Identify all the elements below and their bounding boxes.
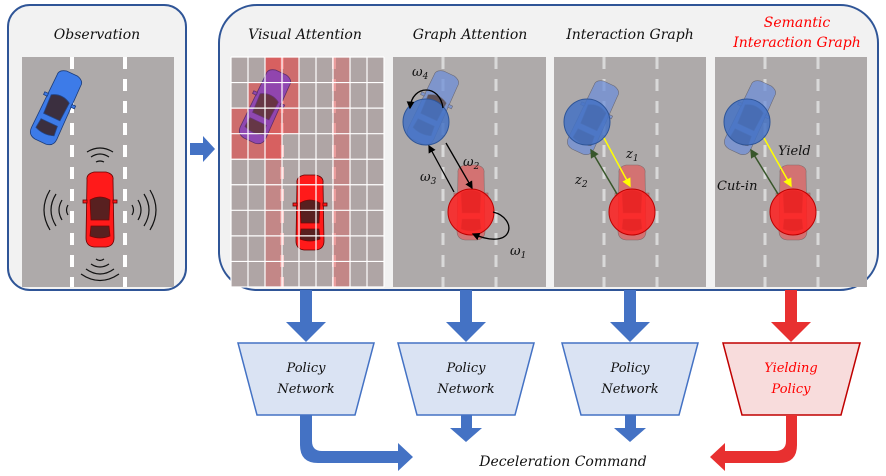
policy-network-3: Policy Network [561,342,699,416]
policy-network-1: Policy Network [237,342,375,416]
graph-attention-title: Graph Attention [413,27,528,43]
yielding-policy-line2: Policy [771,382,812,397]
edge-z2-green [590,148,618,195]
semantic-graph-title-line1: Semantic [764,15,831,31]
edge-w3 [428,144,455,193]
edge-yield-yellow [763,137,792,188]
interaction-graph-panel: z1 z2 [554,57,706,287]
deceleration-command-label: Deceleration Command [478,454,646,470]
visual-attention-title: Visual Attention [248,27,362,43]
policy-2-line1: Policy [446,361,487,376]
label-z1: z1 [625,147,639,164]
label-cut-in: Cut-in [717,179,757,194]
down-arrow-2 [446,290,486,342]
policy-1-line2: Network [276,382,334,397]
observation-to-models-arrow [190,136,215,162]
interaction-graph-red-node [608,188,656,236]
yielding-policy: Yielding Policy [722,342,861,416]
down-arrow-4 [771,290,811,342]
graph-attention-blue-node [402,98,450,146]
label-z2: z2 [574,173,588,190]
interaction-graph-blue-node [563,98,611,146]
output-arrow-1 [300,415,413,471]
label-yield: Yield [778,144,811,159]
label-w1: ω1 [510,244,526,261]
observation-panel: Observation [7,4,187,291]
policy-3-line1: Policy [610,361,651,376]
policy-network-2: Policy Network [397,342,535,416]
edge-cutin-green [750,148,779,195]
semantic-interaction-graph-panel: Yield Cut-in [715,57,867,287]
edge-z1-yellow [603,137,631,188]
label-w3: ω3 [420,170,437,187]
attention-cell [265,133,282,160]
policy-1-line1: Policy [286,361,327,376]
down-arrow-3 [610,290,650,342]
sensor-waves-icon [43,147,157,282]
down-arrow-1 [286,290,326,342]
policy-3-line2: Network [600,382,658,397]
label-w4: ω4 [412,65,429,82]
graph-attention-red-node [447,188,495,236]
interaction-graph-title: Interaction Graph [565,27,694,43]
policy-2-line2: Network [436,382,494,397]
output-arrow-3 [614,415,646,442]
visual-attention-panel [230,56,385,288]
semantic-graph-title-line2: Interaction Graph [732,35,861,51]
semantic-graph-red-node [769,188,817,236]
self-loop-w4 [406,89,444,110]
observation-lane-marks [70,57,127,287]
self-loop-w1 [471,211,510,241]
visual-attention-red-car [292,174,328,251]
observation-title: Observation [54,27,140,43]
output-arrow-4 [710,415,797,471]
attention-cell [231,133,248,160]
attention-cell [282,108,299,134]
label-w2: ω2 [463,155,480,172]
graph-attention-panel: ω4 ω2 ω3 ω1 [393,57,546,287]
output-arrow-2 [450,415,482,442]
edge-w2 [445,142,473,190]
attention-column [333,57,350,287]
observation-red-car [82,171,118,248]
attention-grid [230,56,385,288]
yielding-policy-line1: Yielding [764,361,818,376]
semantic-graph-blue-node [723,98,771,146]
